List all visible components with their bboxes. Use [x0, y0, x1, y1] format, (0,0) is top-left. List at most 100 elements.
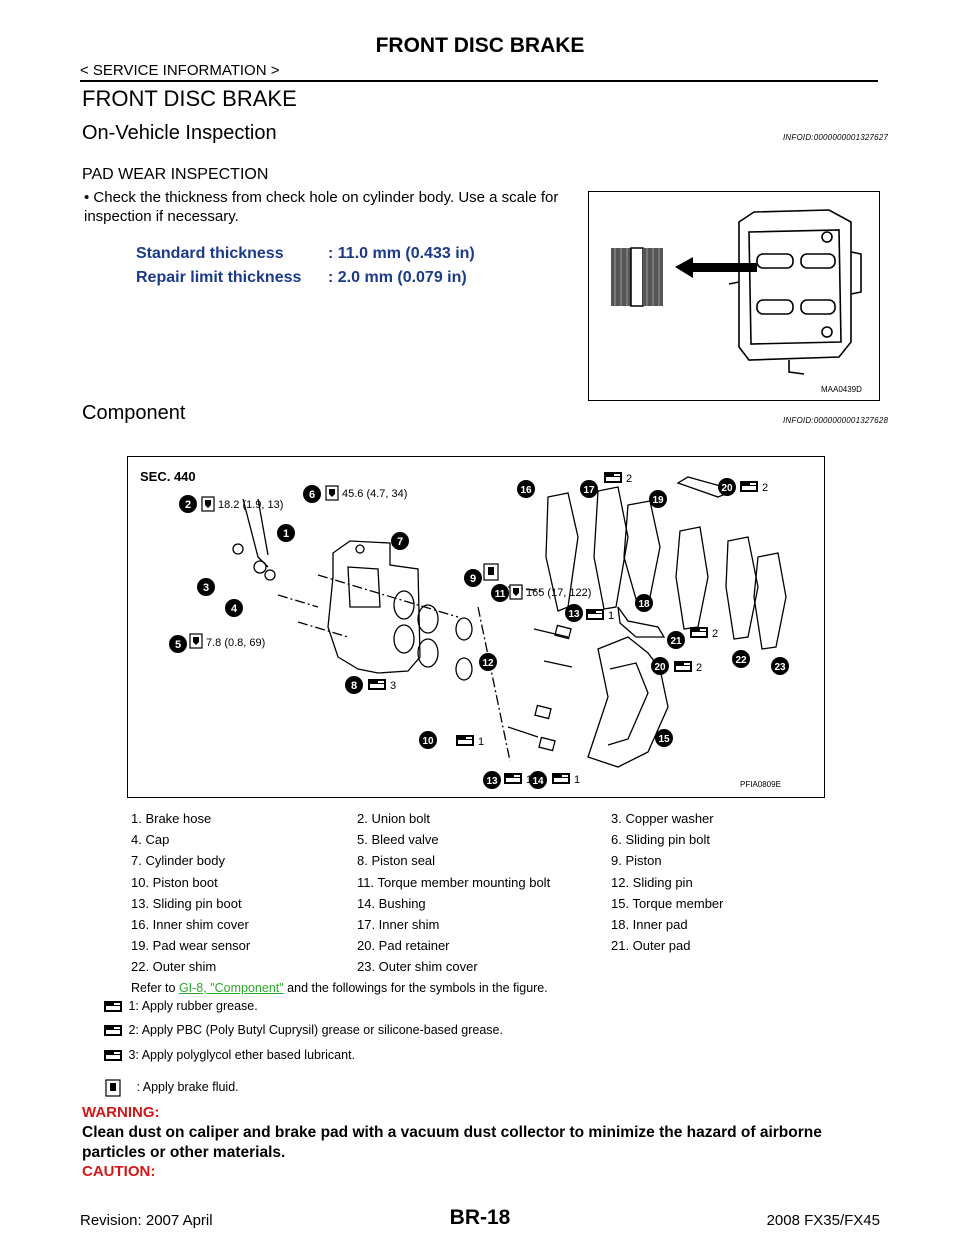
callout-circle [169, 635, 187, 653]
figure-code: PFIA0809E [740, 780, 781, 789]
parts-list-item: 21. Outer pad [611, 938, 691, 954]
callout-number: 16 [520, 485, 532, 496]
callout-circle [565, 604, 583, 622]
grease-num: 1 [478, 736, 484, 748]
torque-label-2: 18.2 (1.9, 13) [218, 499, 283, 511]
callout-number: 10 [422, 736, 434, 747]
legend-text-3: 3: Apply polyglycol ether based lubrican… [128, 1048, 356, 1062]
component-exploded-diagram: SEC. 440 [127, 456, 825, 798]
parts-list-item: 8. Piston seal [357, 853, 436, 869]
figure-code: MAA0439D [821, 385, 862, 394]
callout-number: 15 [658, 734, 670, 745]
callout-number: 3 [203, 582, 209, 594]
parts-list-item: 9. Piston [611, 853, 662, 869]
torque-label-5: 7.8 (0.8, 69) [206, 637, 265, 649]
parts-list-item: 16. Inner shim cover [131, 917, 249, 932]
callout-number: 1 [283, 528, 289, 540]
standard-thickness-value: : 11.0 mm (0.433 in) [328, 245, 475, 262]
callout-circle [197, 578, 215, 596]
parts-drawing [232, 476, 787, 768]
parts-list-item: 1. Brake hose [131, 811, 212, 826]
grease-num: 1 [526, 774, 532, 786]
callout-circle [479, 653, 497, 671]
callout-circle [345, 676, 363, 694]
callout-circle [303, 485, 321, 503]
grease-icon [104, 1000, 122, 1012]
grease-num: 2 [712, 628, 718, 640]
grease-num: 2 [762, 482, 768, 494]
legend-row-4: : Apply brake fluid. [103, 1079, 239, 1097]
callout-circle [391, 532, 409, 550]
parts-list-item: 17. Inner shim [357, 917, 440, 932]
parts-list-item: 18. Inner pad [611, 917, 688, 932]
refer-suffix: and the followings for the symbols in th… [283, 981, 548, 995]
grease-markers: 2 2 1 2 2 3 1 1 1 [368, 472, 768, 786]
grease-num: 2 [626, 473, 632, 485]
parts-list-item: 4. Cap [131, 832, 170, 848]
grease-icon [104, 1049, 122, 1061]
header-divider [80, 80, 878, 82]
callout-circle [277, 524, 295, 542]
torque-label-11: 165 (17, 122) [526, 587, 591, 599]
on-vehicle-infoid: INFOID:0000000001327627 [783, 133, 889, 142]
parts-list-item: 10. Piston boot [131, 874, 218, 890]
parts-list-item: 19. Pad wear sensor [131, 938, 251, 954]
callout-number: 8 [351, 680, 357, 692]
brake-fluid-icon [105, 1079, 121, 1097]
callout-circle [225, 599, 243, 617]
standard-thickness-label: Standard thickness [136, 245, 284, 262]
warning-label: WARNING: [82, 1104, 160, 1121]
footer-model: 2008 FX35/FX45 [766, 1212, 880, 1229]
parts-list-item: 5. Bleed valve [357, 832, 439, 848]
grease-num: 1 [608, 610, 614, 622]
legend-row-3: 3: Apply polyglycol ether based lubrican… [103, 1048, 355, 1063]
legend-text-1: 1: Apply rubber grease. [128, 999, 258, 1013]
parts-list-item: 20. Pad retainer [357, 938, 450, 954]
legend-row-1: 1: Apply rubber grease. [103, 999, 258, 1014]
callout-number: 18 [638, 599, 650, 610]
callout-number: 5 [175, 639, 181, 651]
callout-circle [635, 594, 653, 612]
parts-list-item: 22. Outer shim [131, 959, 217, 975]
pad-wear-heading: PAD WEAR INSPECTION [82, 166, 269, 183]
parts-list-item: 11. Torque member mounting bolt [357, 874, 551, 890]
callout-circle [667, 631, 685, 649]
grease-icon [104, 1024, 122, 1036]
on-vehicle-heading: On-Vehicle Inspection [82, 122, 277, 144]
callout-number: 19 [652, 495, 664, 506]
parts-list-item: 15. Torque member [611, 895, 724, 911]
warning-text: Clean dust on caliper and brake pad with… [82, 1124, 822, 1161]
brake-pad-illustration [611, 247, 663, 307]
legend-row-2: 2: Apply PBC (Poly Butyl Cuprysil) greas… [103, 1023, 503, 1038]
callout-circle [649, 490, 667, 508]
callout-circle [517, 480, 535, 498]
callout-number: 20 [721, 483, 733, 494]
callout-circle [655, 729, 673, 747]
component-infoid: INFOID:0000000001327628 [783, 416, 889, 425]
page-header-title: FRONT DISC BRAKE [375, 34, 585, 57]
parts-list-item: 23. Outer shim cover [357, 959, 478, 975]
parts-list-item: 14. Bushing [357, 895, 426, 911]
section-title: FRONT DISC BRAKE [82, 86, 297, 111]
callout-circle [179, 495, 197, 513]
parts-list-item: 3. Copper washer [611, 811, 714, 826]
parts-list-item: 13. Sliding pin boot [131, 895, 242, 911]
arrow-icon [675, 257, 757, 278]
grease-num: 3 [390, 680, 396, 692]
grease-num: 1 [574, 774, 580, 786]
sec-label: SEC. 440 [140, 469, 196, 484]
callout-number: 13 [568, 609, 580, 620]
footer-page-number: BR-18 [449, 1206, 511, 1229]
callout-number: 20 [654, 662, 666, 673]
callout-number: 23 [774, 662, 786, 673]
callout-number: 4 [231, 603, 238, 615]
callout-number: 7 [397, 536, 403, 548]
caliper-illustration [728, 209, 862, 375]
callout-circle [718, 478, 736, 496]
gi8-component-link[interactable]: GI-8, "Component" [178, 981, 284, 995]
legend-text-2: 2: Apply PBC (Poly Butyl Cuprysil) greas… [128, 1023, 503, 1037]
parts-list-item: 6. Sliding pin bolt [611, 832, 711, 848]
symbol-markers [483, 563, 499, 581]
callout-number: 2 [185, 499, 191, 511]
